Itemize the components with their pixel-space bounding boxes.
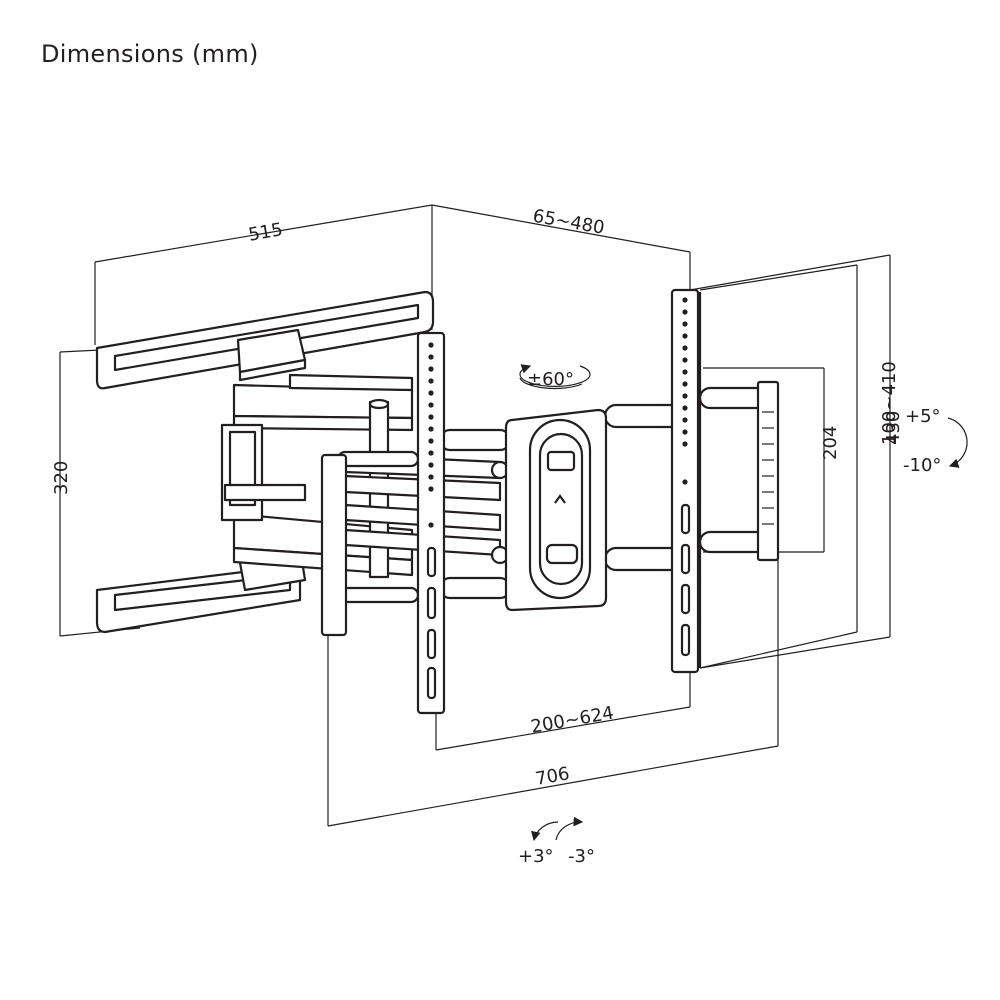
label-plate-extension: 65~480 xyxy=(531,206,606,239)
rail-left-slot xyxy=(426,546,437,578)
crossbar-top-left xyxy=(438,428,512,452)
pivot-pole-cap xyxy=(368,398,390,410)
hinge-cross-bar xyxy=(223,483,307,502)
upper-arm-top xyxy=(288,373,414,392)
label-tilt-up: +5° xyxy=(905,406,941,427)
wall-clamp-top-base xyxy=(238,358,307,382)
rail-left-slot xyxy=(426,586,437,620)
rail-right-slot xyxy=(680,543,691,575)
label-vesa-horizontal: 200~624 xyxy=(529,703,615,738)
angle-indicators xyxy=(519,364,968,842)
rail-left-slot xyxy=(426,666,437,700)
level-arrow-icon xyxy=(555,816,584,841)
dim-line-vesa-horizontal xyxy=(435,706,691,751)
crossbar-bottom-left xyxy=(438,576,512,600)
rod-upper-left xyxy=(336,450,420,468)
rail-right-slot xyxy=(680,583,691,615)
rail-left-holes xyxy=(426,342,437,700)
rod-lower-left xyxy=(336,586,420,604)
tv-bracket xyxy=(416,288,780,715)
tilt-arrow-icon xyxy=(947,417,968,468)
vesa-frame-ticks xyxy=(762,411,774,525)
swivel-arrow-icon xyxy=(519,364,591,387)
rail-right-slot xyxy=(680,503,691,535)
label-level-minus: -3° xyxy=(568,846,595,867)
tilt-plate-window-bottom xyxy=(545,543,579,565)
dimension-labels: 515 65~480 320 204 100~410 430 200~624 7… xyxy=(51,206,941,867)
diagram-title: Dimensions (mm) xyxy=(41,40,259,68)
ext-line xyxy=(689,254,891,291)
label-level-plus: +3° xyxy=(518,846,554,867)
label-tilt-down: -10° xyxy=(903,455,941,476)
level-arrow-icon xyxy=(531,821,559,842)
label-vesa-vertical: 100~410 xyxy=(879,361,900,445)
swivel-arrow-icon xyxy=(519,377,583,390)
rail-right-slot xyxy=(680,623,691,657)
up-arrow-icon xyxy=(554,494,566,504)
ext-line xyxy=(699,264,858,291)
vesa-frame-right xyxy=(756,380,780,562)
rail-left-slot xyxy=(426,628,437,660)
label-wall-plate-height: 320 xyxy=(51,461,72,495)
dim-line-plate-extension xyxy=(431,204,691,253)
dim-line-arm-depth xyxy=(94,204,433,263)
dim-line-overall-width xyxy=(327,745,779,827)
rail-right-holes xyxy=(680,297,691,657)
tilt-plate-window-top xyxy=(546,450,576,472)
front-frame-left xyxy=(320,453,348,637)
wall-plate xyxy=(95,290,435,634)
label-bracket-height: 430 xyxy=(883,411,904,445)
label-swivel-angle: ±60° xyxy=(527,369,574,390)
label-overall-width: 706 xyxy=(534,763,571,790)
label-arm-depth: 515 xyxy=(247,219,284,246)
swing-arms xyxy=(220,373,510,637)
ext-line xyxy=(699,636,891,669)
label-inner-vesa-height: 204 xyxy=(820,426,841,460)
